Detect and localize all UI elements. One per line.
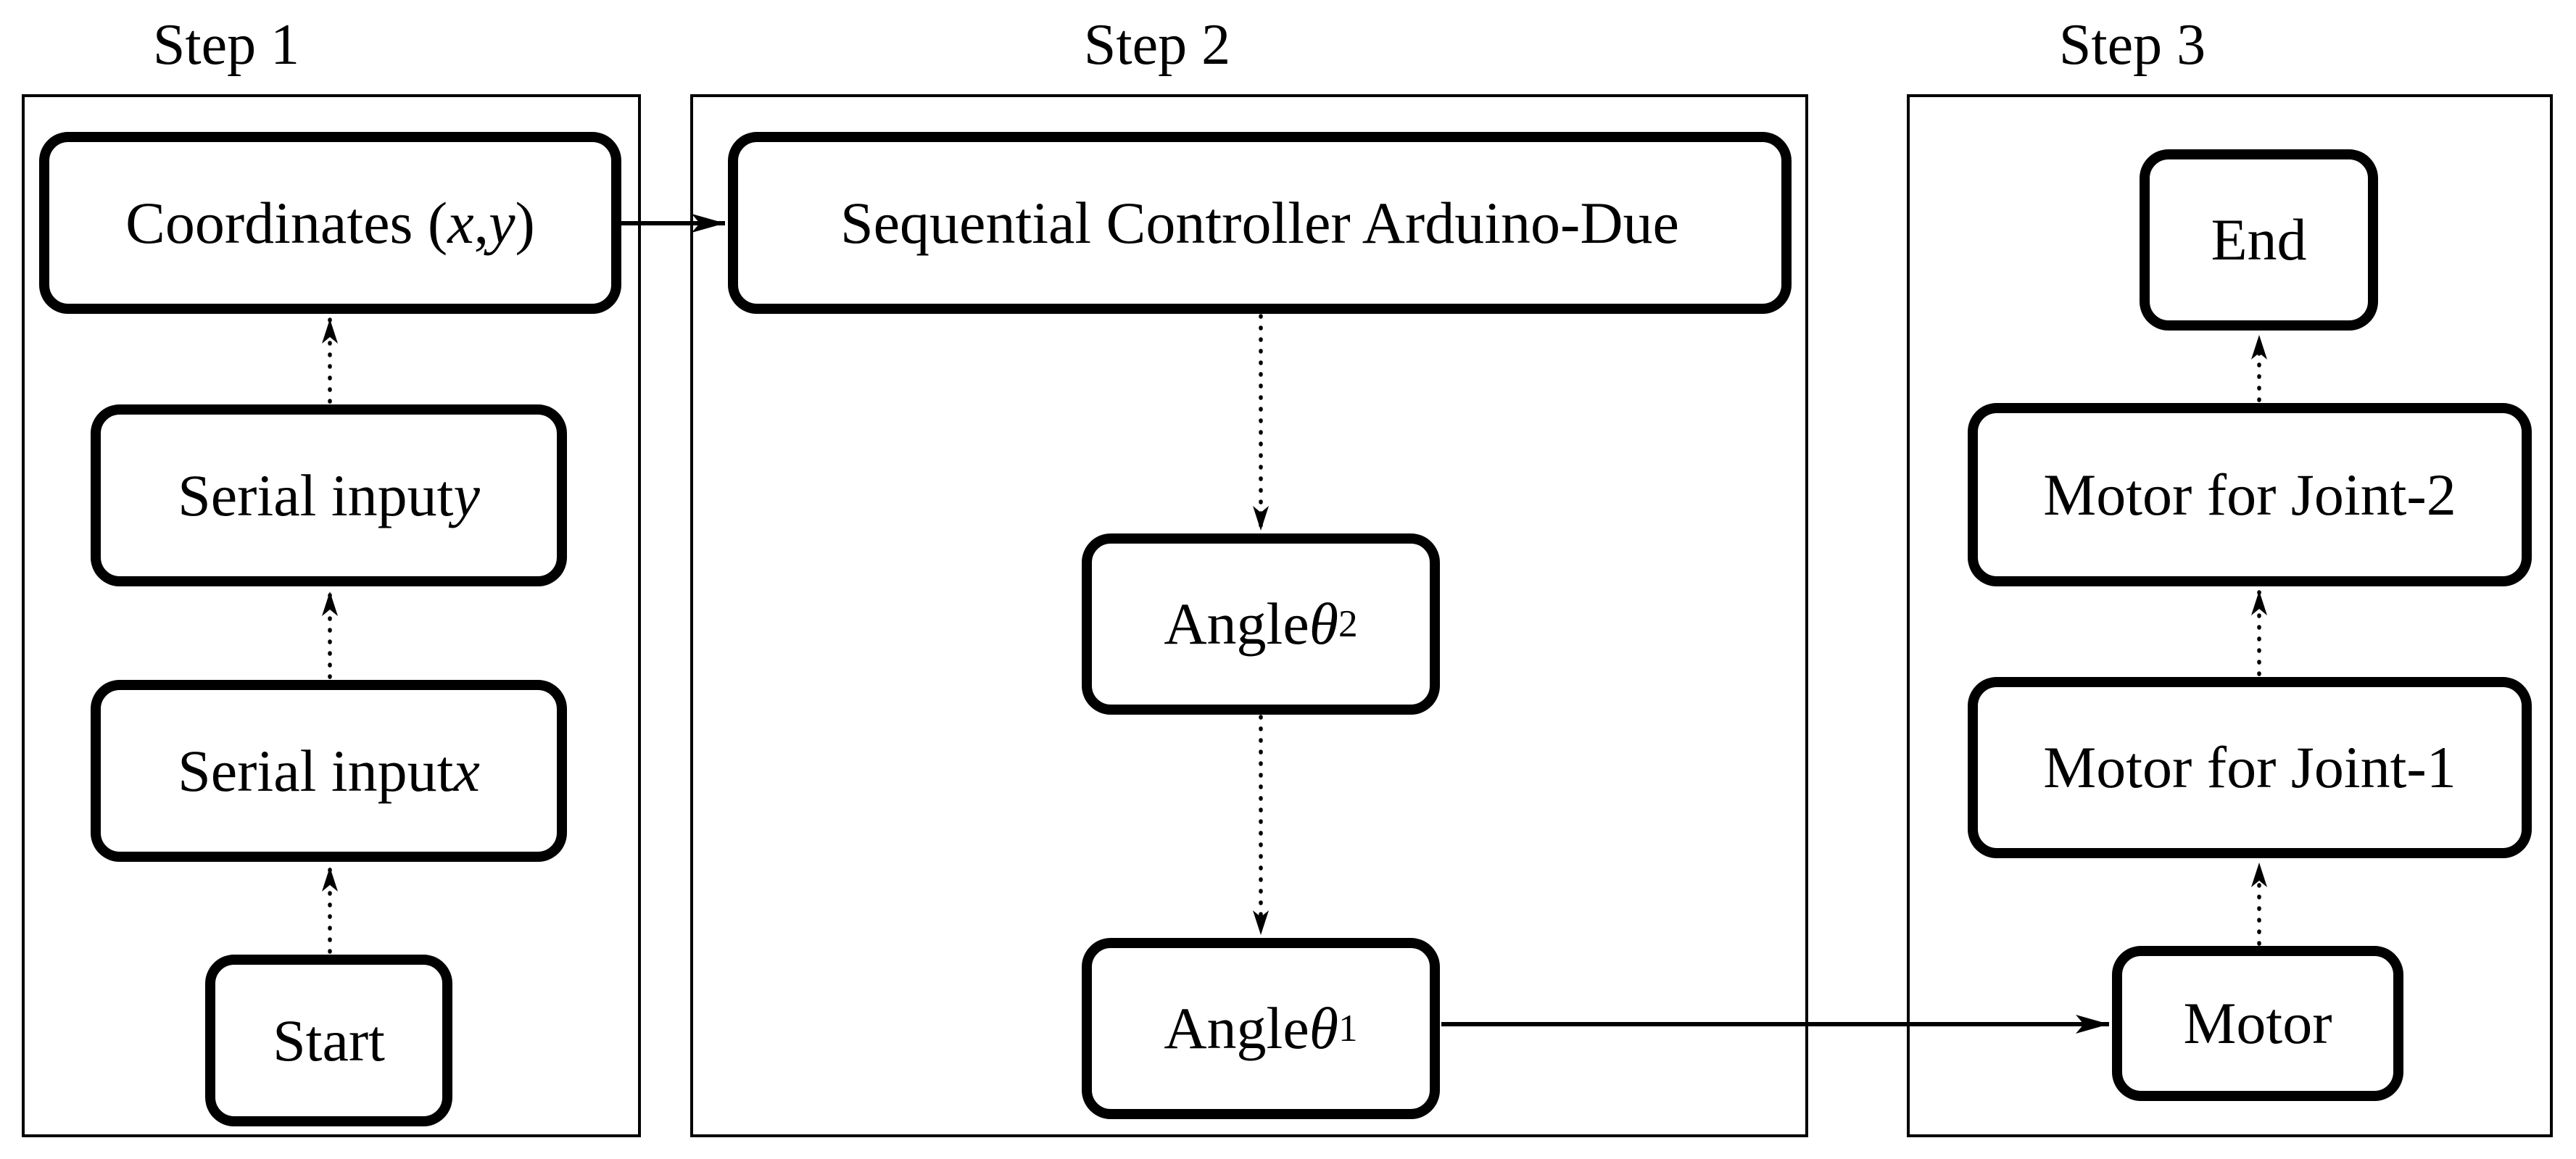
node-label-segment: x [447,189,474,256]
node-label-segment: Coordinates ( [125,189,448,256]
node-label-segment: Start [273,1007,385,1073]
node-coordinates-xy: Coordinates (x,y) [39,132,621,314]
node-label-segment: Motor for Joint-2 [2043,461,2456,528]
panel-step-1 [22,94,641,1137]
node-label-segment: y [489,189,515,256]
step-3-label: Step 3 [2058,13,2206,77]
step-2-label: Step 2 [1083,13,1231,77]
node-label-segment: , [473,189,489,256]
node-motor: Motor [2112,946,2403,1101]
node-label-segment: End [2211,207,2307,273]
node-label-segment: Serial input [178,737,454,804]
node-label-segment: θ [1309,995,1339,1061]
node-serial-input-y: Serial input y [91,404,567,586]
node-motor-for-joint-1: Motor for Joint-1 [1968,677,2532,858]
node-label-segment: ) [515,189,535,256]
panel-step-2 [690,94,1808,1137]
node-label-segment: Serial input [178,462,454,528]
node-label-segment: Sequential Controller Arduino-Due [840,189,1679,256]
node-serial-input-x: Serial input x [91,680,567,862]
node-label-segment: Angle [1164,591,1309,657]
node-motor-for-joint-2: Motor for Joint-2 [1968,403,2532,586]
node-sequential-controller-arduino-due: Sequential Controller Arduino-Due [728,132,1792,314]
node-label-segment: x [453,737,480,804]
node-label-segment: Motor for Joint-1 [2043,734,2456,800]
node-end: End [2140,149,2378,331]
node-label-segment: θ [1309,591,1339,657]
node-start: Start [205,955,452,1126]
step-1-label: Step 1 [152,13,300,77]
node-label-segment: y [453,462,480,528]
node-label-segment: Motor [2183,990,2332,1056]
node-label-segment: Angle [1164,995,1309,1061]
panel-step-3 [1907,94,2553,1137]
